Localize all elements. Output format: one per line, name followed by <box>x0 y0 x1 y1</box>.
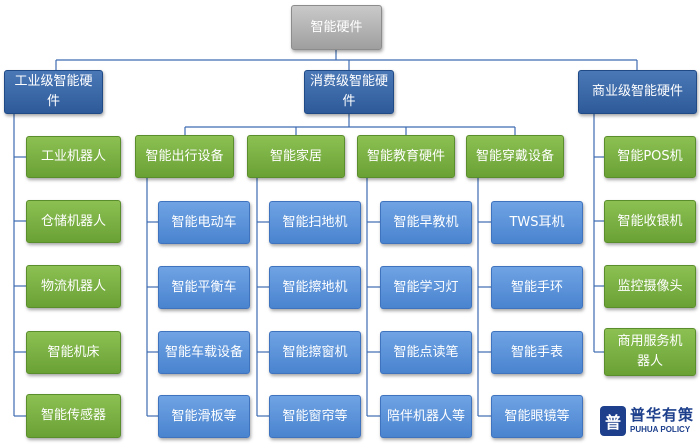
branch-industrial: 工业级智能硬件 <box>4 70 103 114</box>
consumer-leaf: 智能扫地机 <box>269 201 361 244</box>
brand-logo: 普 普华有策 PUHUA POLICY <box>600 402 700 442</box>
logo-name-cn: 普华有策 <box>630 406 695 424</box>
branch-commercial: 商业级智能硬件 <box>578 70 697 114</box>
consumer-group: 智能家居 <box>247 135 345 178</box>
consumer-leaf: 智能滑板等 <box>158 395 250 438</box>
industrial-leaf: 仓储机器人 <box>26 200 121 243</box>
industrial-leaf: 工业机器人 <box>26 136 121 178</box>
consumer-leaf: 智能眼镜等 <box>491 395 583 438</box>
consumer-leaf: 智能窗帘等 <box>269 395 361 438</box>
consumer-leaf: 智能车载设备 <box>158 331 250 374</box>
consumer-leaf: 智能学习灯 <box>380 266 472 309</box>
consumer-leaf: 陪伴机器人等 <box>380 395 472 438</box>
root-node: 智能硬件 <box>291 5 382 50</box>
consumer-leaf: 智能手环 <box>491 266 583 309</box>
commercial-leaf: 智能POS机 <box>604 136 696 178</box>
consumer-group: 智能教育硬件 <box>357 135 455 178</box>
commercial-leaf: 监控摄像头 <box>604 265 696 308</box>
logo-name-en: PUHUA POLICY <box>630 425 691 434</box>
industrial-leaf: 智能机床 <box>26 331 121 374</box>
commercial-leaf: 商用服务机器人 <box>604 328 696 376</box>
consumer-leaf: TWS耳机 <box>491 201 583 244</box>
consumer-leaf: 智能早教机 <box>380 201 472 244</box>
industrial-leaf: 物流机器人 <box>26 265 121 308</box>
consumer-leaf: 智能电动车 <box>158 201 250 244</box>
logo-mark-icon: 普 <box>600 406 626 436</box>
consumer-leaf: 智能手表 <box>491 331 583 374</box>
commercial-leaf: 智能收银机 <box>604 200 696 243</box>
industrial-leaf: 智能传感器 <box>26 394 121 438</box>
consumer-leaf: 智能点读笔 <box>380 331 472 374</box>
consumer-leaf: 智能擦窗机 <box>269 331 361 374</box>
consumer-leaf: 智能擦地机 <box>269 266 361 309</box>
consumer-group: 智能穿戴设备 <box>466 135 564 178</box>
consumer-leaf: 智能平衡车 <box>158 266 250 309</box>
branch-consumer: 消费级智能硬件 <box>304 70 394 114</box>
consumer-group: 智能出行设备 <box>135 135 234 178</box>
